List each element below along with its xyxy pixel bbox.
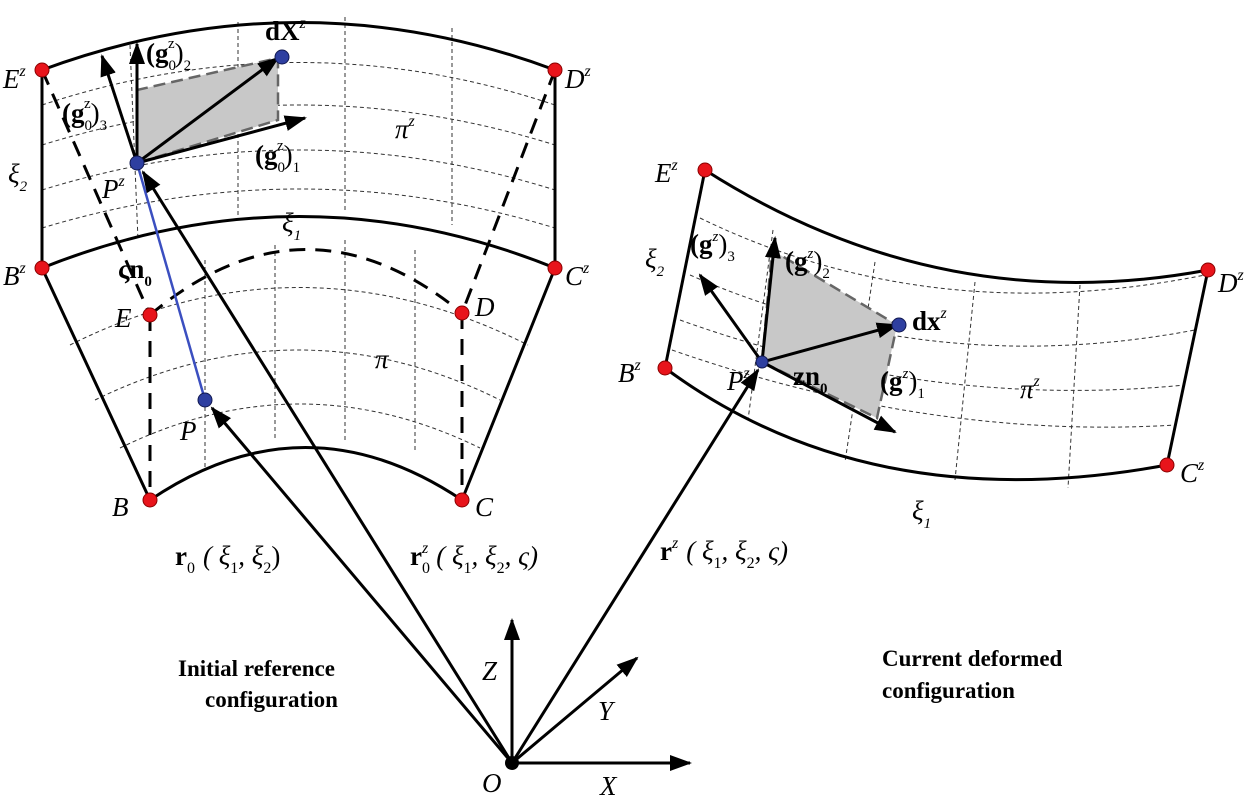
label-xi2-cur: ξ2 [645, 244, 665, 280]
label-dx: dxz [912, 305, 948, 336]
label-piz-ref: πz [395, 113, 416, 144]
label-axis-Z: Z [482, 656, 498, 686]
rz-vector [510, 368, 760, 764]
label-rz: rz( ξ1, ξ2, ς) [660, 535, 788, 572]
label-piz-cur: πz [1020, 373, 1041, 404]
label-xi1-ref: ξ1 [282, 208, 301, 244]
label-g0-3: (g0z)3 [62, 96, 107, 134]
side-edge-BzB [40, 267, 152, 501]
label-pi-ref: π [375, 344, 390, 374]
initial-configuration: Ez Dz Bz Cz E D B C P Pz π πz ξ2 ξ1 (g0z… [2, 15, 592, 577]
point-Dz-ref [547, 62, 563, 78]
caption-current-line2: configuration [882, 678, 1015, 703]
label-g-1: (gz)1 [880, 366, 925, 402]
point-D-ref [454, 305, 470, 321]
label-P-ref: P [179, 416, 197, 446]
label-E-ref: E [114, 303, 132, 333]
global-axes: Z Y X O [482, 618, 692, 799]
label-Ez-ref: Ez [2, 63, 27, 94]
label-B-ref: B [112, 492, 129, 522]
axis-Y-arrow [511, 656, 639, 765]
label-g0-1: (g0z)1 [255, 138, 300, 176]
label-C-ref: C [475, 492, 494, 522]
point-Pz-ref [129, 155, 145, 171]
label-axis-X: X [599, 771, 618, 799]
point-C-ref [454, 492, 470, 508]
label-zeta-n0: ςn0 [118, 254, 152, 290]
side-edge-CzC [460, 267, 557, 501]
g-2-vector [760, 236, 781, 363]
label-z-n0: zn0 [793, 361, 828, 397]
point-E-ref [142, 307, 158, 323]
label-Dz-ref: Dz [564, 63, 592, 94]
deformed-right-edge [1165, 269, 1210, 466]
director-line-ref [135, 162, 207, 401]
label-origin: O [482, 768, 502, 798]
lower-surface-top-edge [149, 248, 463, 317]
point-Ez-ref [34, 62, 50, 78]
label-r0z: r0z( ξ1, ξ2, ς) [410, 540, 538, 577]
label-Ez-cur: Ez [654, 157, 679, 188]
label-Pz-cur: Pz [726, 365, 751, 396]
label-Dz-cur: Dz [1217, 267, 1245, 298]
label-Cz-cur: Cz [1180, 457, 1205, 488]
caption-initial-line1: Initial reference [178, 656, 335, 681]
caption-current-line1: Current deformed [882, 646, 1063, 671]
point-dx-tip [891, 317, 907, 333]
hidden-edge-EzE [40, 69, 152, 316]
r0z-vector [141, 170, 514, 764]
label-Bz-ref: Bz [3, 260, 27, 291]
g0-3-vector [100, 54, 139, 164]
current-configuration: Ez Dz Bz Cz Pz πz ξ2 ξ1 (gz)3 (gz)2 (gz)… [618, 157, 1245, 572]
position-vectors [141, 170, 760, 764]
deformed-top-edge [704, 168, 1209, 284]
upper-surface-top-edge [41, 21, 556, 72]
point-Cz-ref [547, 260, 563, 276]
label-g0-2: (g0z)2 [146, 36, 191, 74]
dx-vector [761, 322, 899, 364]
deformed-surface-grid [671, 217, 1206, 489]
dX-vector [136, 56, 280, 165]
label-axis-Y: Y [598, 696, 616, 726]
point-Dz-cur [1200, 262, 1216, 278]
deformed-left-edge [663, 169, 707, 369]
deformed-bottom-edge [664, 366, 1168, 482]
label-dX: dXz [265, 15, 307, 46]
origin-point [505, 756, 519, 770]
label-D-ref: D [474, 292, 495, 322]
point-Bz-cur [657, 360, 673, 376]
label-Pz-ref: Pz [101, 173, 126, 204]
lower-surface-bottom-edge [149, 446, 463, 502]
point-Bz-ref [34, 260, 50, 276]
point-Pz-cur [755, 355, 769, 369]
label-Cz-ref: Cz [565, 260, 590, 291]
label-g-2: (gz)2 [785, 246, 830, 282]
caption-initial-line2: configuration [205, 687, 338, 712]
point-B-ref [142, 492, 158, 508]
label-Bz-cur: Bz [618, 357, 642, 388]
label-xi2-ref: ξ2 [8, 159, 28, 195]
point-P-ref [197, 392, 213, 408]
point-dX-tip [274, 49, 290, 65]
g-1-vector [761, 360, 897, 434]
r0-vector [210, 406, 514, 764]
point-Cz-cur [1159, 457, 1175, 473]
label-g-3: (gz)3 [690, 229, 735, 265]
upper-surface-bottom-edge [41, 215, 556, 270]
label-xi1-cur: ξ1 [912, 496, 931, 532]
point-Ez-cur [697, 162, 713, 178]
label-r0: r0( ξ1, ξ2) [175, 541, 280, 577]
g0-1-vector [136, 115, 307, 165]
upper-surface-grid [41, 17, 556, 241]
hidden-edge-DzD [460, 69, 557, 314]
g-3-vector [698, 273, 764, 363]
